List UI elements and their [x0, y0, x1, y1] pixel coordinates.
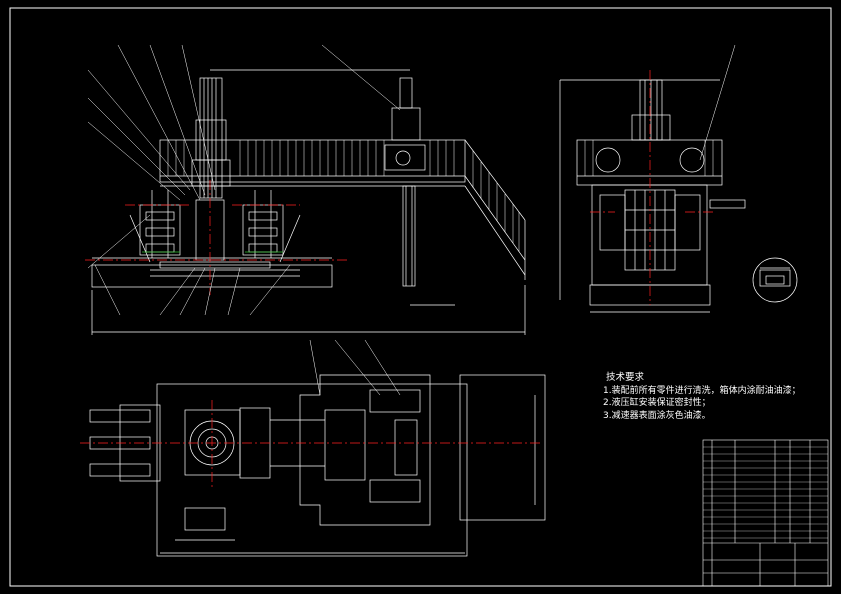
- drawing-border: [9, 7, 832, 587]
- title-block: [702, 439, 829, 587]
- requirement-item-2: 2.液压缸安装保证密封性；: [603, 398, 711, 408]
- technical-requirements: 技术要求 1.装配前所有零件进行清洗，箱体内涂耐油油漆； 2.液压缸安装保证密封…: [603, 372, 801, 422]
- requirement-item-1: 1.装配前所有零件进行清洗，箱体内涂耐油油漆；: [603, 385, 801, 396]
- technical-requirements-title: 技术要求: [606, 372, 645, 383]
- side-view: [559, 79, 746, 313]
- plan-view: [89, 374, 546, 557]
- detail-view-a: [752, 257, 798, 303]
- requirement-item-3: 3.减速器表面涂灰色油漆。: [603, 410, 711, 421]
- front-view: [91, 69, 526, 335]
